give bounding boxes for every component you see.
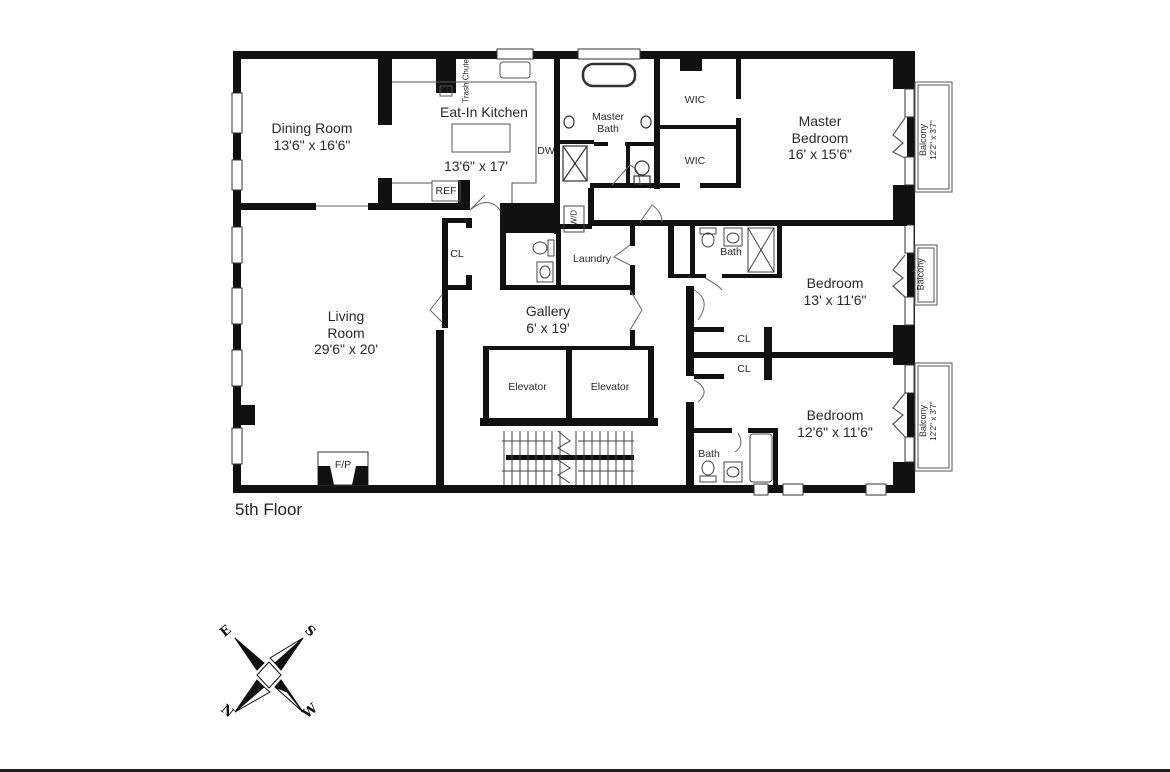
closet-a-label: CL: [737, 333, 751, 345]
bath-3-label: Bath: [698, 448, 720, 460]
windows-north: [496, 48, 641, 60]
balcony-2-label: Balcony: [915, 258, 926, 291]
fireplace-label: F/P: [334, 459, 352, 471]
compass-icon: [234, 637, 304, 713]
refrigerator-label: REF: [435, 185, 457, 197]
balcony-3-label: Balcony 12'2" x 3'7": [917, 401, 938, 441]
bottom-divider: [0, 769, 1170, 772]
bath-3-fixtures: [699, 433, 773, 483]
gallery-label: Gallery 6' x 19': [525, 303, 571, 336]
wic-2-label: WIC: [684, 155, 706, 167]
trash-chute-label: Trash Chute: [461, 58, 471, 103]
kitchen-name: Eat-In Kitchen: [440, 104, 528, 120]
compass-rose: E S N W: [215, 620, 325, 725]
kitchen-fixtures: [392, 61, 537, 203]
windows-west: [231, 92, 243, 465]
windows-south: [753, 483, 887, 496]
dishwasher-label: DW: [537, 145, 555, 157]
closet-b-label: CL: [737, 363, 751, 375]
balcony-1-label: Balcony 12'2" x 3'7": [917, 120, 938, 160]
powder-room-fixtures: [532, 205, 585, 283]
elevator-1-label: Elevator: [508, 381, 547, 393]
bedroom-2-label: Bedroom 13' x 11'6": [803, 275, 867, 308]
dining-room-label: Dining Room 13'6" x 16'6": [271, 120, 353, 153]
exterior-walls: [233, 51, 915, 493]
bath-2-label: Bath: [720, 246, 742, 258]
door-swings: [316, 164, 742, 453]
balcony-outlines: [914, 81, 953, 472]
laundry-label: Laundry: [573, 253, 611, 265]
balcony-doors: [891, 117, 906, 438]
stairs: [502, 430, 634, 485]
master-bath-fixtures: [562, 62, 652, 185]
floor-title: 5th Floor: [235, 500, 303, 519]
windows-east: [904, 88, 915, 463]
interior-walls: [241, 59, 907, 490]
fireplace: [317, 451, 369, 486]
elevator-2-label: Elevator: [590, 381, 630, 393]
washer-dryer-label: W/D: [569, 209, 579, 226]
wic-1-label: WIC: [684, 94, 706, 106]
kitchen-dims: 13'6" x 17': [443, 158, 509, 174]
master-bath-label: Master Bath: [591, 111, 625, 136]
kitchen-closet-label: CL: [440, 86, 452, 95]
master-bedroom-label: Master Bedroom 16' x 15'6": [787, 113, 853, 163]
living-room-label: Living Room 29'6" x 20': [313, 308, 379, 358]
bath-2-fixtures: [699, 227, 775, 273]
hall-closet-label: CL: [450, 248, 464, 260]
bedroom-3-label: Bedroom 12'6" x 11'6": [797, 407, 873, 440]
